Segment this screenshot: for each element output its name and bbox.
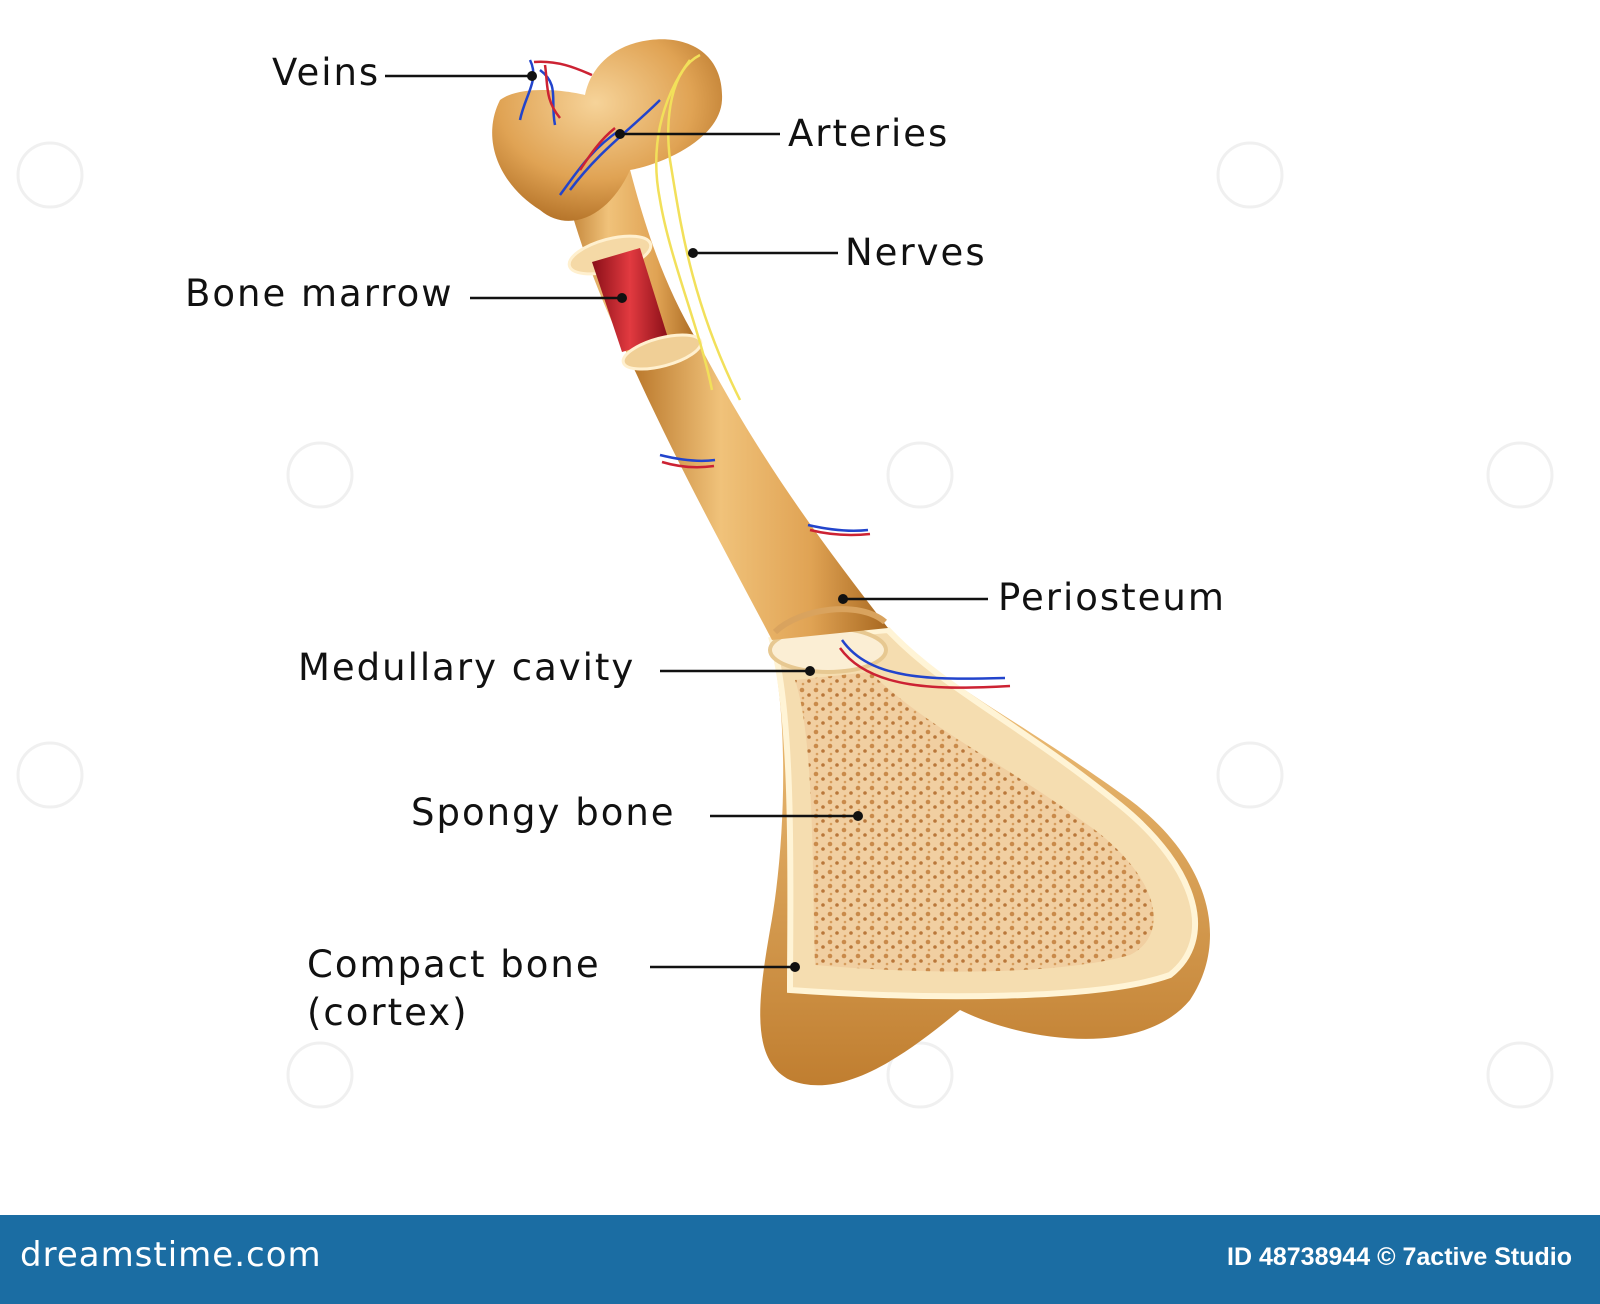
label-nerves: Nerves: [845, 231, 987, 274]
label-veins: Veins: [272, 51, 381, 94]
label-periosteum: Periosteum: [998, 576, 1226, 619]
watermark-pattern: [16, 141, 1554, 1109]
footer-bar: dreamstime.com ID 48738944 © 7active Stu…: [0, 1215, 1600, 1304]
periosteum-ring: [772, 606, 887, 635]
label-arteries: Arteries: [788, 112, 950, 155]
footer-brand-logo[interactable]: dreamstime.com: [20, 1235, 322, 1275]
bone-marrow: [592, 248, 668, 352]
label-spongy-bone: Spongy bone: [411, 791, 676, 834]
label-compact-bone: Compact bone: [307, 943, 601, 986]
label-bone-marrow: Bone marrow: [185, 272, 454, 315]
label-medullary-cavity: Medullary cavity: [298, 646, 636, 689]
leader-dots: [527, 71, 863, 972]
label-compact-bone-cortex: (cortex): [307, 991, 469, 1034]
leader-lines: [385, 74, 988, 969]
footer-image-credit: ID 48738944 © 7active Studio: [1227, 1243, 1572, 1271]
proximal-bone-end: [492, 39, 723, 221]
arteries-on-head: [533, 60, 616, 171]
bone-anatomy-diagram: [16, 39, 1554, 1109]
nerves-path: [655, 53, 742, 401]
spongy-bone-section: [795, 672, 1154, 972]
bone-shaft-lower: [630, 342, 888, 640]
shaft-vessels: [659, 453, 1011, 689]
